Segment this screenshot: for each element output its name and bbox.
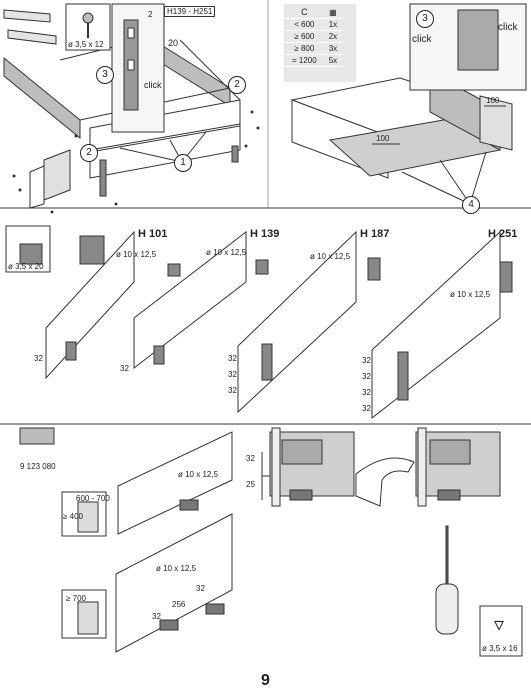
hole-size-1: ø 10 x 12,5 (116, 250, 157, 259)
hole-size-upper: ø 10 x 12,5 (178, 470, 219, 479)
height-h101: H 101 (138, 228, 168, 240)
dim-25-s4: 25 (246, 480, 255, 489)
dim-256: 256 (172, 600, 186, 609)
dim-32-s4b: 32 (196, 584, 205, 593)
page-number: 9 (261, 672, 270, 689)
step-2-marker-b: 2 (80, 144, 98, 162)
dim-32-f: 32 (362, 356, 371, 365)
clip-icon: ▦ (322, 6, 344, 19)
screw-icon: ▿ (494, 614, 505, 636)
dim-32-d: 32 (228, 370, 237, 379)
hole-size-4: ø 10 x 12,5 (450, 290, 491, 299)
hole-size-3: ø 10 x 12,5 (310, 252, 351, 261)
dim-32-e: 32 (228, 386, 237, 395)
part-number: 9 123 080 (20, 462, 56, 471)
dim-32-i: 32 (362, 404, 371, 413)
step-4-marker: 4 (462, 196, 480, 214)
range-400: ≥ 400 (63, 512, 83, 521)
dim-2-label: 2 (148, 10, 153, 19)
height-h187: H 187 (360, 228, 390, 240)
dim-100-b: 100 (486, 96, 500, 105)
step-3-marker-b: 3 (416, 10, 434, 28)
dim-32-b: 32 (120, 364, 129, 373)
screw-size-label-3: ø 3,5 x 20 (8, 262, 44, 271)
height-h139: H 139 (250, 228, 280, 240)
height-h251: H 251 (488, 228, 518, 240)
step-2-marker-a: 2 (228, 76, 246, 94)
dim-32-h: 32 (362, 388, 371, 397)
dim-20-label: 20 (168, 38, 179, 48)
dim-32-c: 32 (228, 354, 237, 363)
dim-100-a: 100 (376, 134, 390, 143)
hole-size-lower: ø 10 x 12,5 (156, 564, 197, 573)
screw-size-label-1: ø 3,5 x 12 (68, 40, 104, 49)
height-range-label: H139 - H251 (164, 6, 216, 17)
range-600-700: 600 - 700 (76, 494, 110, 503)
hole-size-2: ø 10 x 12,5 (206, 248, 247, 257)
screw-size-label-4: ø 3,5 x 16 (482, 644, 518, 653)
click-label-3: click (498, 22, 518, 33)
range-700: ≥ 700 (66, 594, 86, 603)
dim-32-s4c: 32 (152, 612, 161, 621)
dim-32-s4a: 32 (246, 454, 255, 463)
dim-32-g: 32 (362, 372, 371, 381)
click-label-2: click (412, 34, 432, 45)
table-header: C (286, 6, 323, 19)
click-label-1: click (144, 80, 162, 90)
step-1-marker: 1 (174, 154, 192, 172)
dim-32-a: 32 (34, 354, 43, 363)
step-3-marker-a: 3 (96, 66, 114, 84)
